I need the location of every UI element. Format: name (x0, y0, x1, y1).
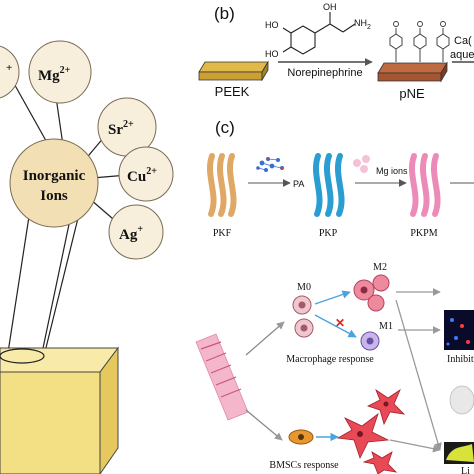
m2-macrophages (353, 274, 390, 312)
m1-macrophage (360, 331, 380, 351)
svg-text:Sr2+: Sr2+ (108, 119, 134, 138)
ion-cu-label: Cu (127, 169, 146, 185)
ion-mg-label: Mg (38, 68, 60, 84)
ion-cu-charge: 2+ (146, 166, 157, 177)
ion-circle-cu: Cu2+ (118, 146, 174, 202)
pa-molecule-icon (256, 156, 284, 172)
implant-fiber-rod (195, 333, 249, 421)
fluorescence-image (444, 310, 474, 350)
inhibit-label: Inhibit (447, 354, 474, 365)
svg-text:Mg2+: Mg2+ (38, 65, 71, 84)
bmsc-output-arrow (389, 439, 441, 453)
m1-label: M1 (379, 321, 393, 332)
peek-plate (198, 60, 269, 82)
bmsc-cells (288, 388, 406, 474)
ion-sr-label: Sr (108, 122, 123, 138)
m0-to-m1-arrow (314, 314, 357, 338)
ion-ag-label: Ag (119, 227, 138, 243)
ion-circle-sr: Sr2+ (97, 97, 157, 157)
pa-label: PA (293, 179, 304, 189)
to-bmsc-arrow (245, 409, 283, 441)
ion-circle-mg: Mg2+ (28, 40, 92, 104)
pkpm-fibers (408, 153, 441, 217)
pkf-label: PKF (213, 228, 232, 239)
inorganic-ions-circle: Inorganic Ions (9, 138, 99, 228)
implant-block (0, 346, 119, 474)
svg-text:Ag+: Ag+ (119, 224, 143, 243)
ion-ag-charge: + (137, 224, 143, 235)
panel-b-label: (b) (214, 4, 235, 23)
tissue-image (449, 385, 474, 415)
m0-to-m2-arrow (314, 290, 351, 305)
norepinephrine-structure (282, 12, 356, 55)
mg-label: Mg ions (376, 166, 408, 176)
m0-label: M0 (297, 282, 311, 293)
panel-c-label: (c) (215, 118, 235, 137)
pkf-fibers (206, 153, 237, 217)
next-reagent-line2: aqueo (450, 49, 474, 61)
svg-text:Cu2+: Cu2+ (127, 166, 157, 185)
peek-label: PEEK (215, 84, 250, 99)
m0-macrophage (292, 295, 314, 338)
pne-plate (377, 61, 448, 83)
chem-oh: OH (323, 2, 337, 12)
m2-label: M2 (373, 262, 387, 273)
mg-ion-balls (353, 155, 370, 173)
partial-ion-sup: + (6, 62, 12, 74)
center-label-line1: Inorganic (23, 168, 86, 184)
pkpm-label: PKPM (410, 228, 437, 239)
m2-diag-arrow (395, 299, 442, 451)
lig-label: Li (461, 466, 470, 474)
center-label-line2: Ions (40, 188, 68, 204)
chem-ho-top: HO (265, 20, 279, 30)
pne-label: pNE (399, 86, 425, 101)
pkp-fibers (312, 153, 345, 217)
panel-b: (b) HO HO OH NH2 Norepinephrine PEEK (198, 2, 474, 101)
svg-text:NH2: NH2 (354, 18, 371, 31)
pne-polymer-chains (389, 21, 450, 62)
next-reagent-line1: Ca( (454, 35, 472, 47)
to-macrophage-arrow (245, 321, 285, 356)
pkp-label: PKP (319, 228, 338, 239)
ion-sr-charge: 2+ (123, 119, 134, 130)
stain-image (444, 442, 474, 464)
ion-circle-ag: Ag+ (108, 204, 164, 260)
ion-mg-charge: 2+ (60, 65, 71, 76)
bmsc-response-label: BMSCs response (269, 460, 339, 471)
reagent-label: Norepinephrine (287, 67, 362, 79)
panel-a: + Mg2+ Sr2+ Cu2+ Ag+ (0, 40, 174, 474)
macrophage-response-label: Macrophage response (286, 354, 374, 365)
panel-c: (c) PKF PA PKP (195, 118, 474, 474)
chem-nh-sub: 2 (367, 24, 371, 31)
chem-ho-bottom: HO (265, 49, 279, 59)
inhibit-cross-icon: ✕ (335, 316, 345, 330)
ion-circle-partial: + (0, 45, 20, 99)
chem-nh: NH (354, 18, 367, 28)
